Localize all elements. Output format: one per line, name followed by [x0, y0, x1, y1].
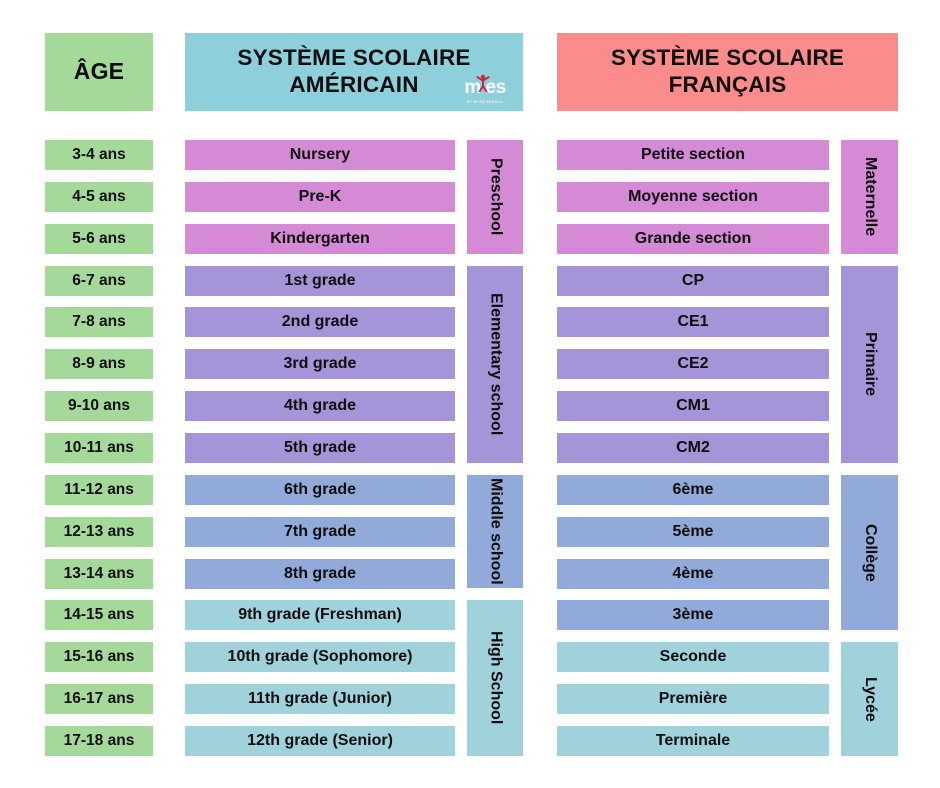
fr-grade-cell: Première — [557, 684, 829, 715]
header-american-line1: SYSTÈME SCOLAIRE — [237, 45, 471, 71]
us-grade-cell: 9th grade (Freshman) — [185, 600, 455, 631]
us-stage: High School — [467, 600, 523, 756]
header-french-line2: FRANÇAIS — [668, 72, 787, 97]
us-stage: Elementary school — [467, 265, 523, 463]
us-stage-label: Preschool — [487, 158, 505, 236]
age-cell: 3-4 ans — [45, 140, 153, 170]
age-cell: 7-8 ans — [45, 307, 153, 338]
us-grade-cell: 10th grade (Sophomore) — [185, 642, 455, 673]
fr-grade-cell: 6ème — [557, 474, 829, 505]
age-cell: 17-18 ans — [45, 725, 153, 756]
fr-grade-cell: 5ème — [557, 516, 829, 547]
age-cell: 16-17 ans — [45, 684, 153, 715]
us-grade-cell: 12th grade (Senior) — [185, 725, 455, 756]
fr-stage-label: Maternelle — [861, 157, 879, 237]
fr-grade-cell: Grande section — [557, 223, 829, 254]
age-cell: 5-6 ans — [45, 223, 153, 254]
header-american-system: SYSTÈME SCOLAIRE AMÉRICAIN m es BY MYES … — [185, 33, 523, 111]
us-grade-cell: 8th grade — [185, 558, 455, 589]
us-grade-cell: 11th grade (Junior) — [185, 684, 455, 715]
age-cell: 15-16 ans — [45, 642, 153, 673]
myes-logo-tagline: BY MYES SCHOOL — [466, 99, 504, 104]
header-age: ÂGE — [45, 33, 153, 111]
fr-stage-label: Primaire — [861, 332, 879, 397]
us-grade-cell: 2nd grade — [185, 307, 455, 338]
age-cell: 4-5 ans — [45, 181, 153, 212]
fr-grade-cell: Seconde — [557, 642, 829, 673]
us-grade-cell: Nursery — [185, 140, 455, 170]
fr-grade-cell: Moyenne section — [557, 181, 829, 212]
myes-logo-mark: m es — [456, 74, 514, 99]
age-cell: 11-12 ans — [45, 474, 153, 505]
fr-stage: Collège — [841, 474, 898, 631]
us-stage-label: Elementary school — [487, 293, 505, 436]
header-french-system: SYSTÈME SCOLAIRE FRANÇAIS — [557, 33, 898, 111]
us-grade-cell: 1st grade — [185, 265, 455, 296]
us-grade-cell: 6th grade — [185, 474, 455, 505]
age-cell: 10-11 ans — [45, 432, 153, 463]
fr-grade-cell: Petite section — [557, 140, 829, 170]
fr-grade-cell: 3ème — [557, 600, 829, 631]
header-french-line1: SYSTÈME SCOLAIRE — [610, 45, 845, 71]
fr-grade-cell: CM2 — [557, 432, 829, 463]
us-stage: Middle school — [467, 474, 523, 589]
fr-grade-cell: CE1 — [557, 307, 829, 338]
age-cell: 8-9 ans — [45, 349, 153, 380]
header-french-system-label: SYSTÈME SCOLAIRE FRANÇAIS — [611, 45, 844, 98]
fr-grade-cell: CM1 — [557, 391, 829, 422]
fr-grade-cell: CP — [557, 265, 829, 296]
fr-grade-cell: 4ème — [557, 558, 829, 589]
age-cell: 14-15 ans — [45, 600, 153, 631]
us-stage: Preschool — [467, 140, 523, 254]
fr-grade-cell: CE2 — [557, 349, 829, 380]
fr-stage: Primaire — [841, 265, 898, 463]
us-stage-label: Middle school — [487, 478, 505, 585]
myes-logo-wordmark: m es — [464, 76, 506, 98]
us-grade-cell: Kindergarten — [185, 223, 455, 254]
fr-stage-label: Collège — [861, 523, 879, 582]
header-american-line2: AMÉRICAIN — [289, 72, 419, 97]
age-cell: 13-14 ans — [45, 558, 153, 589]
header-american-system-label: SYSTÈME SCOLAIRE AMÉRICAIN — [191, 45, 517, 98]
age-cell: 9-10 ans — [45, 391, 153, 422]
fr-stage: Maternelle — [841, 140, 898, 254]
us-stage-label: High School — [487, 631, 505, 725]
header-age-label: ÂGE — [73, 58, 125, 85]
myes-logo: m es BY MYES SCHOOL — [455, 70, 515, 104]
fr-grade-cell: Terminale — [557, 725, 829, 756]
us-grade-cell: 7th grade — [185, 516, 455, 547]
us-grade-cell: 3rd grade — [185, 349, 455, 380]
us-grade-cell: Pre-K — [185, 181, 455, 212]
us-grade-cell: 5th grade — [185, 432, 455, 463]
person-icon — [476, 74, 490, 92]
fr-stage: Lycée — [841, 642, 898, 756]
fr-stage-label: Lycée — [861, 676, 879, 722]
age-cell: 6-7 ans — [45, 265, 153, 296]
us-grade-cell: 4th grade — [185, 391, 455, 422]
age-cell: 12-13 ans — [45, 516, 153, 547]
